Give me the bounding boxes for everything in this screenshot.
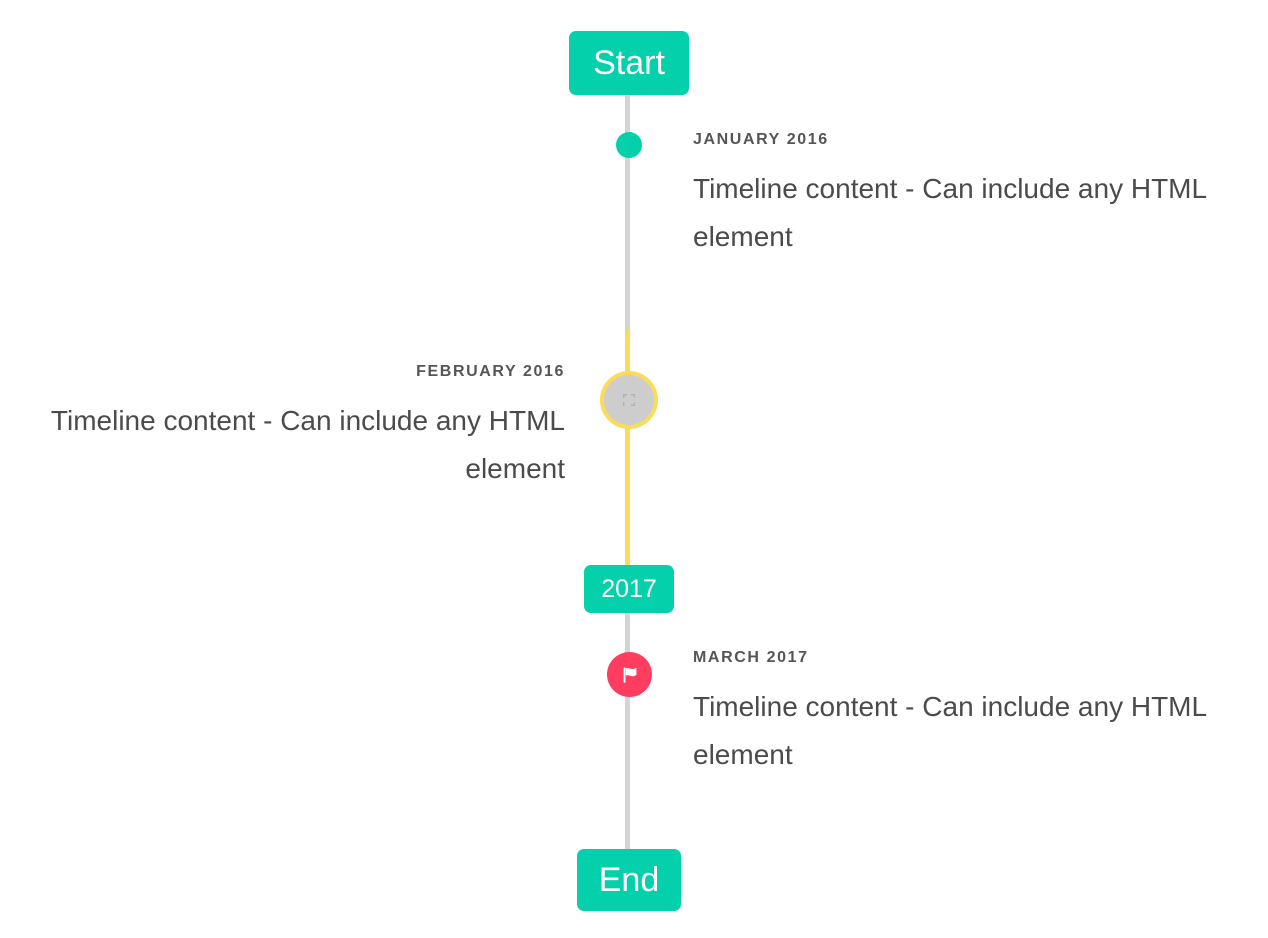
timeline-entry-body: Timeline content - Can include any HTML …	[50, 405, 565, 485]
timeline-entry-date: FEBRUARY 2016	[416, 363, 565, 380]
timeline-end-label: End	[598, 861, 660, 899]
timeline-marker-march[interactable]	[607, 652, 652, 697]
timeline-marker-february[interactable]	[600, 371, 658, 429]
timeline-entry-date: JANUARY 2016	[693, 131, 829, 148]
timeline-start-badge[interactable]: Start	[569, 31, 689, 95]
timeline-rail-grey-upper	[625, 95, 630, 330]
timeline-marker-january[interactable]	[616, 132, 642, 158]
timeline-year-label: 2017	[601, 574, 657, 603]
timeline-entry-february: FEBRUARY 2016 Timeline content - Can inc…	[40, 362, 565, 494]
timeline-rail-yellow	[625, 330, 630, 565]
flag-icon	[623, 666, 636, 683]
timeline-entry-body: Timeline content - Can include any HTML …	[693, 173, 1207, 253]
timeline-end-badge[interactable]: End	[577, 849, 681, 911]
timeline-entry-january: JANUARY 2016 Timeline content - Can incl…	[693, 130, 1218, 262]
timeline-entry-body: Timeline content - Can include any HTML …	[693, 691, 1207, 771]
timeline-year-badge[interactable]: 2017	[584, 565, 674, 613]
timeline-entry-march: MARCH 2017 Timeline content - Can includ…	[693, 648, 1218, 780]
timeline-start-label: Start	[593, 44, 665, 82]
timeline-entry-date: MARCH 2017	[693, 649, 809, 666]
broken-image-icon	[623, 394, 635, 406]
timeline-rail-grey-lower	[625, 613, 630, 851]
